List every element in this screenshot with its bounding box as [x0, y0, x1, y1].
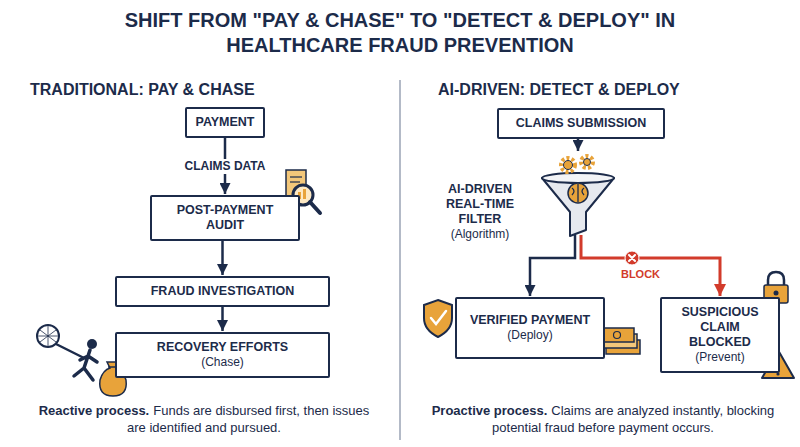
chasing-person-icon	[37, 325, 97, 380]
caption-text: Funds are disbursed first, then issues a…	[127, 403, 369, 435]
caption-lead: Proactive process.	[432, 403, 548, 418]
flow-arrow	[221, 241, 224, 275]
node-subtext: (Chase)	[201, 355, 244, 370]
flow-arrow	[530, 235, 575, 296]
node-heading: SUSPICIOUS CLAIM BLOCKED	[670, 305, 770, 350]
caption-lead: Reactive process.	[39, 403, 150, 418]
title: SHIFT FROM "PAY & CHASE" TO "DETECT & DE…	[80, 8, 720, 58]
audit-magnifier-icon	[290, 176, 302, 177]
shield-check-icon	[424, 300, 452, 337]
filter-funnel: AI-DRIVEN REAL-TIME FILTER(Algorithm)	[432, 152, 618, 242]
process-box: CLAIMS SUBMISSION	[497, 108, 665, 139]
process-box: RECOVERY EFFORTS(Chase)	[115, 332, 330, 378]
chasing-person-icon	[74, 350, 97, 380]
node-heading: PAYMENT	[195, 115, 254, 130]
node-heading: FRAUD INVESTIGATION	[151, 284, 295, 299]
column-header: TRADITIONAL: PAY & CHASE	[30, 80, 370, 100]
process-box: POST-PAYMENT AUDIT	[150, 195, 300, 241]
gear-icon	[564, 161, 573, 170]
shield-check-icon	[431, 311, 446, 324]
gear-icon	[561, 158, 575, 172]
block-x-icon	[625, 251, 639, 265]
flow-arrow	[581, 235, 720, 296]
process-box: FRAUD INVESTIGATION	[115, 276, 330, 307]
money-stack-icon	[600, 328, 640, 354]
funnel-shape	[538, 152, 618, 237]
outcome-box: VERIFIED PAYMENT(Deploy)	[455, 297, 605, 359]
caption-block: Reactive process.Funds are disbursed fir…	[28, 402, 380, 436]
gear-icon	[581, 156, 593, 168]
shield-check-icon	[424, 300, 452, 337]
padlock-icon	[774, 291, 779, 296]
brain-icon	[572, 184, 584, 202]
column-header: AI-DRIVEN: DETECT & DEPLOY	[438, 80, 788, 100]
node-heading: POST-PAYMENT AUDIT	[160, 203, 290, 233]
node-subtext: (Prevent)	[695, 350, 744, 365]
audit-magnifier-icon	[290, 181, 300, 182]
chasing-person-icon	[87, 339, 97, 349]
funnel-rim	[542, 173, 614, 183]
audit-magnifier-icon	[310, 202, 320, 213]
audit-magnifier-icon	[303, 189, 306, 199]
node-heading: VERIFIED PAYMENT	[470, 313, 590, 328]
node-heading: RECOVERY EFFORTS	[157, 340, 288, 355]
outcome-box: SUSPICIOUS CLAIM BLOCKED(Prevent)	[660, 297, 780, 373]
money-stack-icon	[600, 328, 634, 342]
gear-icon	[584, 159, 591, 166]
column-divider	[399, 80, 401, 440]
process-box: PAYMENT	[185, 107, 265, 138]
padlock-icon	[768, 272, 784, 286]
chasing-person-icon	[56, 344, 84, 358]
block-x-icon	[629, 255, 635, 261]
brain-icon	[568, 183, 588, 203]
node-heading: CLAIMS SUBMISSION	[516, 116, 647, 131]
money-stack-icon	[614, 332, 621, 339]
edge-label: CLAIMS DATA	[181, 159, 270, 174]
node-subtext: (Algorithm)	[451, 227, 510, 242]
caption-block: Proactive process.Claims are analyzed in…	[412, 402, 794, 436]
funnel-body	[542, 178, 614, 236]
flow-arrow	[577, 139, 580, 151]
block-x-icon	[625, 251, 639, 265]
node-subtext: (Deploy)	[507, 328, 552, 343]
edge-label: BLOCK	[617, 267, 664, 282]
node-heading: AI-DRIVEN REAL-TIME FILTER	[432, 182, 528, 227]
flow-arrow	[221, 307, 224, 331]
